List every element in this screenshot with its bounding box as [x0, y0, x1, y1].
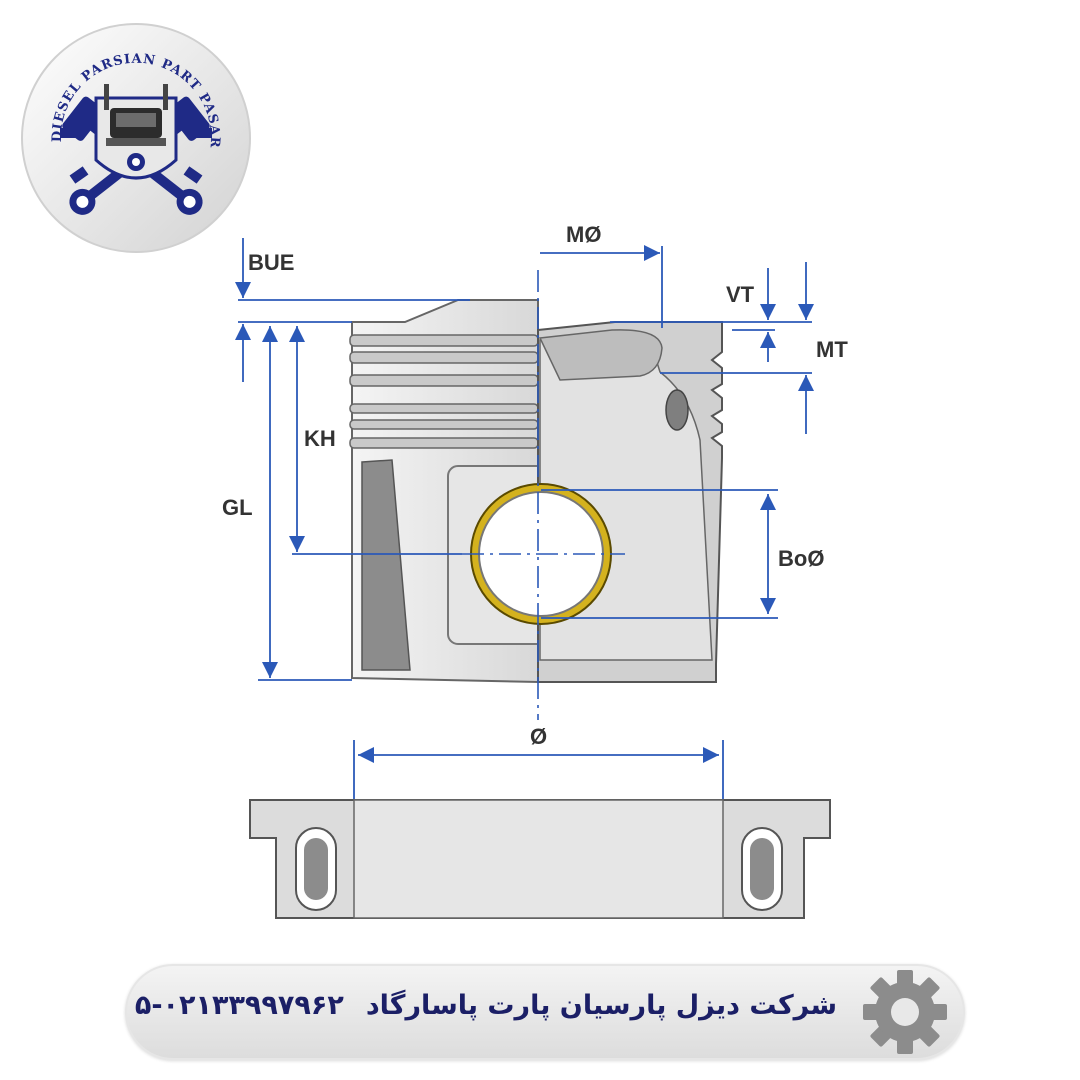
company-logo: DIESEL PARSIAN PART PASARGAD — [0, 0, 251, 253]
label-dia: Ø — [530, 724, 547, 749]
piston-bottom-view — [249, 799, 831, 919]
banner-text: شرکت دیزل پارسیان پارت پاسارگاد ۰۲۱۳۳۹۹۷۹… — [135, 990, 837, 1021]
label-mo: MØ — [566, 222, 601, 247]
label-gl: GL — [222, 495, 253, 520]
gear-icon — [857, 964, 953, 1060]
piston-side-view — [349, 270, 723, 720]
ring-grooves — [349, 334, 539, 449]
truck-shield-icon — [94, 84, 178, 180]
label-bue: BUE — [248, 250, 294, 275]
dimension-lines — [234, 238, 815, 800]
contact-banner: شرکت دیزل پارسیان پارت پاسارگاد ۰۲۱۳۳۹۹۷۹… — [125, 964, 965, 1060]
dimension-labels: BUE MØ VT MT KH GL BoØ Ø — [222, 222, 848, 749]
label-kh: KH — [304, 426, 336, 451]
label-vt: VT — [726, 282, 755, 307]
label-bo: BoØ — [778, 546, 824, 571]
label-mt: MT — [816, 337, 848, 362]
phone-number: ۰۲۱۳۳۹۹۷۹۶۲-۵ — [134, 990, 344, 1021]
company-name: شرکت دیزل پارسیان پارت پاسارگاد — [365, 990, 837, 1021]
